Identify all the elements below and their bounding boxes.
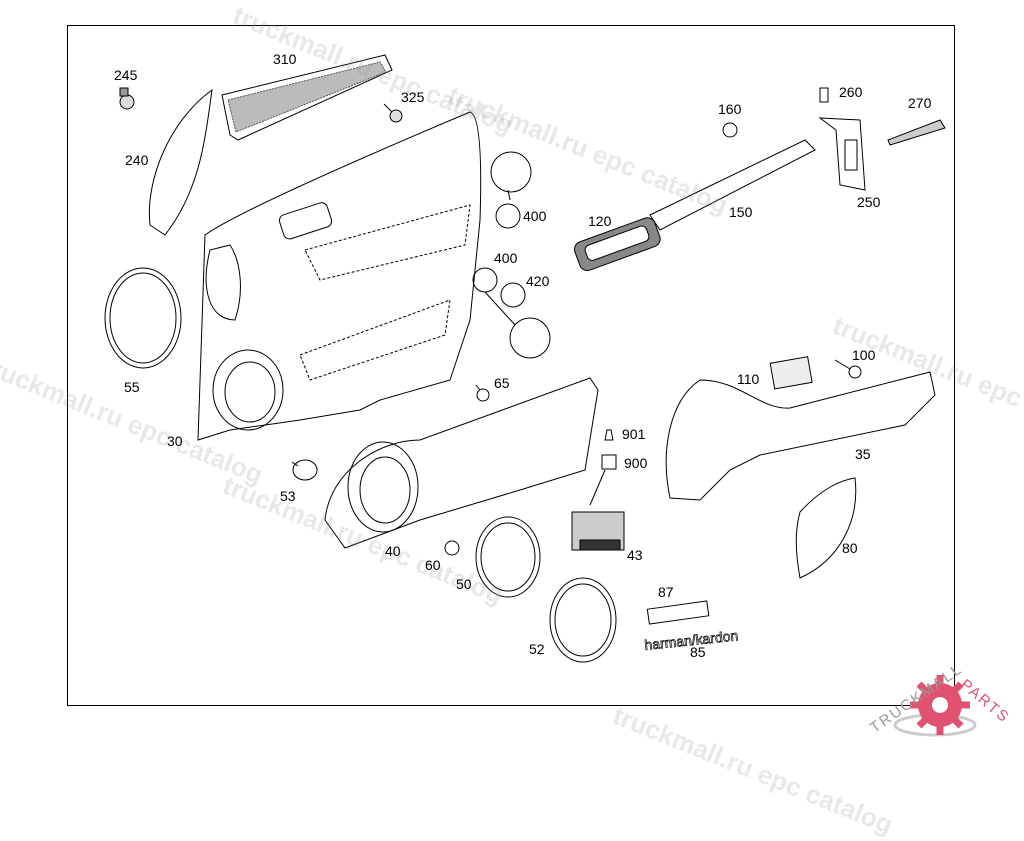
part-30-door-panel[interactable] <box>197 111 482 441</box>
part-100-screw[interactable] <box>834 359 862 379</box>
part-120-handle[interactable] <box>572 216 662 273</box>
part-900-bulb[interactable] <box>601 454 617 470</box>
callout-40: 40 <box>385 543 401 559</box>
callout-420: 420 <box>526 273 550 289</box>
part-250-bracket[interactable] <box>818 117 866 191</box>
callout-100: 100 <box>852 347 876 363</box>
part-50-ring[interactable] <box>475 516 541 598</box>
part-240-trim[interactable] <box>148 88 213 236</box>
callout-65: 65 <box>494 375 510 391</box>
callout-43: 43 <box>627 547 643 563</box>
diagram-frame <box>67 25 955 706</box>
callout-80: 80 <box>842 540 858 556</box>
part-65-screw[interactable] <box>475 384 490 402</box>
callout-55: 55 <box>124 379 140 395</box>
part-160-clip[interactable] <box>722 122 738 138</box>
part-901-bulb[interactable] <box>604 429 614 441</box>
part-43-switch[interactable] <box>571 511 625 551</box>
part-53-clip[interactable] <box>291 459 318 481</box>
part-87-bracket[interactable] <box>646 600 710 625</box>
part-270-pin[interactable] <box>887 119 946 146</box>
part-110-cover[interactable] <box>769 356 813 390</box>
part-245-clip[interactable] <box>119 87 135 110</box>
callout-87: 87 <box>658 584 674 600</box>
callout-260: 260 <box>839 84 863 100</box>
part-40-door-panel[interactable] <box>324 377 599 549</box>
callout-250: 250 <box>857 194 881 210</box>
part-35-panel[interactable] <box>665 371 936 501</box>
callout-901: 901 <box>622 426 646 442</box>
part-55-ring[interactable] <box>104 267 182 369</box>
part-310-grille[interactable] <box>221 54 393 141</box>
part-325-screw[interactable] <box>383 103 403 123</box>
callout-400: 400 <box>494 250 518 266</box>
callout-245: 245 <box>114 67 138 83</box>
callout-50: 50 <box>456 576 472 592</box>
truckmallparts-logo <box>893 675 977 737</box>
callout-85: 85 <box>690 644 706 660</box>
part-80-panel[interactable] <box>795 477 857 579</box>
part-52-ring[interactable] <box>549 577 617 663</box>
callout-240: 240 <box>125 152 149 168</box>
callout-325: 325 <box>401 89 425 105</box>
callout-110: 110 <box>737 371 760 387</box>
callout-900: 900 <box>624 455 648 471</box>
part-420-clip[interactable] <box>500 282 526 308</box>
callout-310: 310 <box>273 51 297 67</box>
callout-53: 53 <box>280 488 296 504</box>
part-60-clip[interactable] <box>444 540 460 556</box>
callout-35: 35 <box>855 446 871 462</box>
callout-30: 30 <box>167 433 183 449</box>
callout-60: 60 <box>425 557 441 573</box>
callout-150: 150 <box>729 204 753 220</box>
parts-drawing: harman/kardon <box>104 54 946 663</box>
callout-160: 160 <box>718 101 742 117</box>
callout-120: 120 <box>588 213 612 229</box>
callout-52: 52 <box>529 641 545 657</box>
part-400-clip[interactable] <box>495 203 521 229</box>
part-260-bolt[interactable] <box>819 87 829 103</box>
callout-270: 270 <box>908 95 932 111</box>
part-150-strip[interactable] <box>649 139 816 231</box>
callout-400: 400 <box>523 208 547 224</box>
